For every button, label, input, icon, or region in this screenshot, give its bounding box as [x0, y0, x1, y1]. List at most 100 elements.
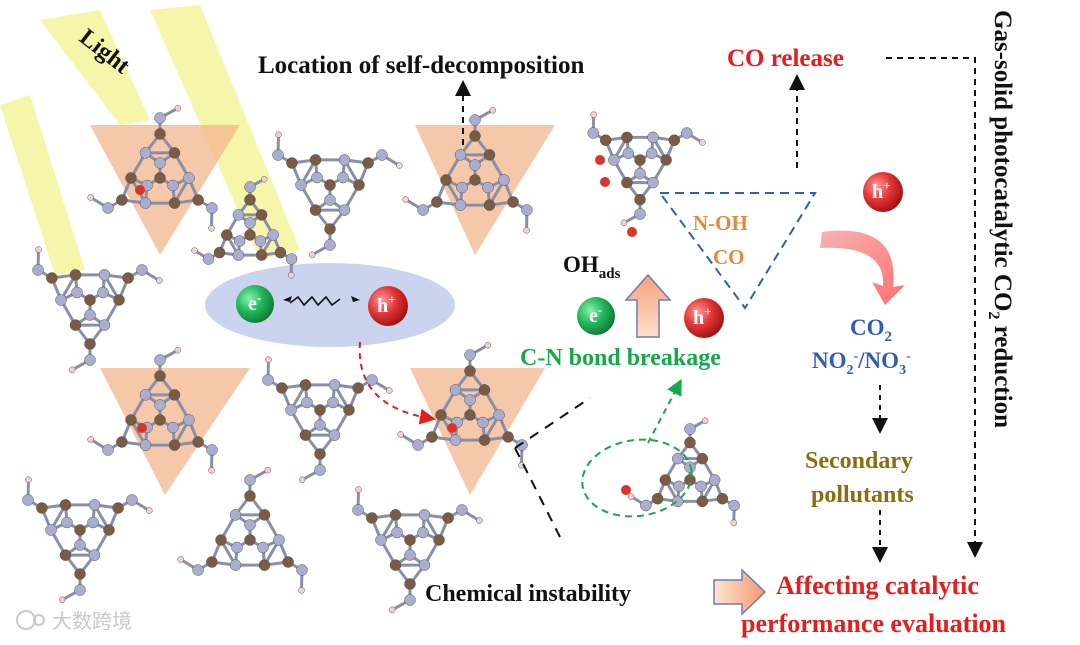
- nitrogen-atom: [87, 516, 99, 529]
- nitrogen-atom: [417, 204, 429, 216]
- hydrogen-atom: [146, 507, 153, 514]
- oxygen-atom: [621, 485, 631, 495]
- nitrogen-atom: [139, 147, 152, 159]
- hydrogen-atom: [35, 246, 42, 253]
- hydrogen-atom: [261, 175, 268, 183]
- hydrogen-atom: [523, 227, 530, 234]
- nitrogen-atom: [61, 516, 73, 529]
- affecting-label-2: performance evaluation: [741, 609, 1007, 638]
- carbon-atom: [282, 556, 294, 568]
- carbon-atom: [46, 272, 58, 284]
- nitrogen-atom: [587, 127, 599, 139]
- carbon-atom: [435, 409, 447, 421]
- carbon-atom: [116, 436, 128, 448]
- carbon-atom: [244, 194, 256, 206]
- nitrogen-atom: [88, 499, 101, 511]
- hydrogen-atom: [275, 131, 282, 138]
- hydrogen-atom: [489, 106, 497, 114]
- hydrogen-atom: [264, 466, 272, 474]
- nitrogen-atom: [244, 519, 256, 531]
- hydrogen-atom: [397, 431, 404, 438]
- location-label: Location of self-decomposition: [258, 52, 584, 79]
- carbon-atom: [244, 490, 256, 502]
- nitrogen-atom: [647, 131, 659, 144]
- co2-label: CO2: [850, 315, 892, 345]
- watermark: 大数跨境: [16, 609, 132, 633]
- carbon-atom: [258, 559, 271, 571]
- carbon-atom: [621, 176, 633, 189]
- carbon-atom: [478, 384, 491, 396]
- carbon-atom: [314, 448, 326, 460]
- carbon-atom: [299, 429, 312, 441]
- charge-separation-ellipse: [205, 263, 455, 347]
- hydrogen-atom: [476, 517, 483, 524]
- nitrogen-atom: [671, 495, 684, 508]
- nitrogen-atom: [449, 384, 462, 396]
- nitrogen-atom: [97, 286, 109, 299]
- nitrogen-atom: [98, 319, 111, 331]
- carbon-atom: [255, 209, 268, 221]
- nitrogen-atom: [328, 379, 341, 391]
- nitrogen-atom: [233, 235, 246, 247]
- nitrogen-atom: [634, 167, 646, 180]
- nitrogen-atom: [608, 154, 620, 166]
- hydrogen-atom: [177, 556, 184, 563]
- carbon-atom: [309, 154, 322, 166]
- nitrogen-atom: [464, 349, 476, 361]
- block-arrows: [624, 230, 905, 616]
- nitrogen-atom: [154, 354, 166, 366]
- carbon-atom: [426, 431, 438, 443]
- hydrogen-atom: [701, 417, 709, 424]
- carbon-atom: [116, 194, 128, 206]
- nitrogen-atom: [102, 444, 114, 456]
- nitrogen-atom: [647, 176, 659, 189]
- nitrogen-atom: [84, 354, 96, 366]
- nitrogen-atom: [404, 549, 416, 561]
- hydrogen-atom: [386, 387, 393, 394]
- carbon-atom: [258, 509, 271, 521]
- carbon-atom: [168, 439, 181, 451]
- carbon-atom: [343, 404, 355, 416]
- nitrogen-atom: [192, 564, 204, 576]
- nitrogen-atom: [244, 217, 256, 229]
- nitrogen-atom: [521, 204, 533, 216]
- carbon-atom: [154, 128, 166, 140]
- hydrogen-atom: [308, 251, 316, 259]
- nitrogen-atom: [327, 396, 339, 409]
- carbon-atom: [352, 382, 364, 394]
- hydrogen-atom: [287, 271, 295, 279]
- carbon-atom: [103, 524, 115, 536]
- nitrogen-atom: [139, 197, 152, 209]
- nitrogen-atom: [136, 264, 148, 276]
- hydrogen-atom: [87, 436, 94, 443]
- nitrogen-atom: [469, 114, 481, 126]
- nitrogen-atom: [376, 149, 388, 161]
- nitrogen-atom: [254, 235, 267, 247]
- carbon-atom: [276, 382, 288, 394]
- nitrogen-atom: [84, 309, 96, 321]
- nitrogen-atom: [229, 559, 242, 571]
- nitrogen-atom: [337, 171, 349, 184]
- carbon-atom: [221, 229, 233, 241]
- n-oh-label: N-OH: [693, 211, 748, 235]
- carbon-atom: [244, 229, 256, 241]
- carbon-atom: [684, 436, 696, 449]
- carbon-atom: [469, 174, 481, 186]
- nitrogen-atom: [71, 286, 83, 299]
- carbon-atom: [659, 474, 672, 486]
- hydrogen-atom: [355, 486, 362, 493]
- carbon-atom: [634, 154, 646, 166]
- nitrogen-atom: [708, 474, 721, 486]
- side-title-label: Gas-solid photocatalytic CO2 reduction: [985, 10, 1016, 428]
- nitrogen-atom: [338, 154, 351, 166]
- hydrogen-atom: [208, 225, 215, 232]
- carbon-atom: [621, 131, 633, 144]
- hydrogen-atom: [174, 346, 182, 354]
- nitrogen-atom: [154, 399, 166, 411]
- hydrogen-atom: [68, 366, 76, 374]
- hydrogen-atom: [156, 277, 163, 284]
- nitrogen-atom: [311, 171, 323, 184]
- nitrogen-atom: [32, 264, 44, 276]
- hydrogen-atom: [396, 162, 403, 169]
- nitrogen-atom: [681, 127, 693, 139]
